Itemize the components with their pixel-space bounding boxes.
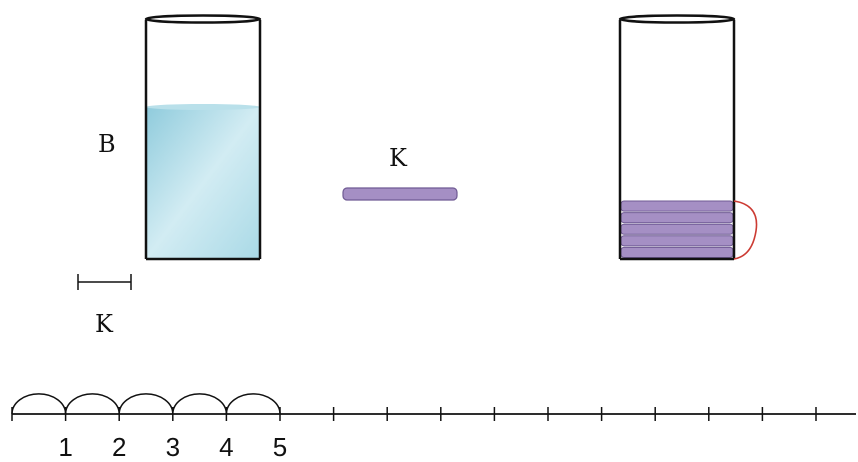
stacked-disc xyxy=(620,235,734,247)
disc-cylinder xyxy=(618,14,736,261)
number-line-label: 4 xyxy=(219,432,233,462)
number-line: 1 2 3 4 5 xyxy=(11,393,856,462)
stacked-disc xyxy=(620,246,734,258)
stacked-disc xyxy=(620,223,734,235)
number-line-label: 5 xyxy=(273,432,287,462)
stacked-disc xyxy=(620,212,734,224)
number-line-hop xyxy=(64,393,120,415)
disc-stack xyxy=(620,200,734,258)
number-line-hop xyxy=(118,393,174,415)
cylinder-rim xyxy=(618,14,736,24)
water-surface xyxy=(146,104,260,110)
scale-bar-label: K xyxy=(95,310,114,338)
number-line-label: 2 xyxy=(112,432,126,462)
stack-height-brace xyxy=(733,200,758,260)
water-cylinder xyxy=(144,14,262,261)
single-disc xyxy=(342,187,458,201)
number-line-labels: 1 2 3 4 5 xyxy=(58,432,287,462)
number-line-hop xyxy=(172,393,228,415)
disc-label: K xyxy=(389,144,408,172)
number-line-hop xyxy=(11,393,67,415)
number-line-hops xyxy=(11,393,281,415)
length-scale-bar xyxy=(77,274,132,290)
cylinder-rim xyxy=(144,14,262,24)
cylinder-label: B xyxy=(98,130,116,158)
water-fill xyxy=(146,107,260,259)
number-line-label: 1 xyxy=(58,432,72,462)
number-line-hop xyxy=(225,393,281,415)
stacked-disc xyxy=(620,200,734,212)
number-line-label: 3 xyxy=(166,432,180,462)
